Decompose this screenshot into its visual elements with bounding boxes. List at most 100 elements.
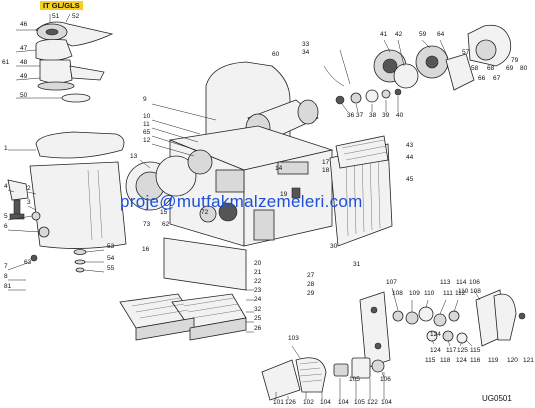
part-number-label: 12	[143, 137, 151, 144]
part-number-label: 33	[302, 41, 310, 48]
part-number-label: 14	[275, 165, 283, 172]
part-number-label: 104	[320, 399, 331, 406]
part-number-label: 110	[458, 288, 469, 295]
part-number-label: 45	[406, 176, 414, 183]
part-number-label: 72	[201, 209, 209, 216]
part-number-label: 60	[272, 51, 280, 58]
part-number-label: 38	[369, 112, 377, 119]
part-number-label: 102	[303, 399, 314, 406]
part-number-label: 17	[322, 159, 330, 166]
watermark-text: proje@mutfakmalzemeleri.com	[120, 192, 363, 211]
part-number-label: 57	[462, 49, 470, 56]
part-number-label: 108	[392, 290, 403, 297]
part-number-label: 30	[330, 243, 338, 250]
part-number-label: 122	[367, 399, 378, 406]
part-number-label: 43	[406, 142, 414, 149]
part-number-label: 101	[273, 399, 284, 406]
part-number-label: 124	[430, 331, 441, 338]
part-number-label: 112	[455, 290, 466, 297]
part-number-label: 19	[280, 191, 288, 198]
part-number-label: 80	[520, 65, 528, 72]
part-number-label: 113	[440, 279, 451, 286]
part-number-label: 67	[493, 75, 501, 82]
part-number-label: 16	[142, 246, 150, 253]
part-number-label: 120	[507, 357, 518, 364]
part-number-label: 108	[470, 288, 481, 295]
part-number-label: 105	[349, 376, 360, 383]
bowl-assembly	[7, 131, 127, 291]
part-number-label: 22	[254, 278, 262, 285]
part-number-label: 34	[302, 49, 310, 56]
part-number-label: 124	[430, 347, 441, 354]
part-number-label: 65	[143, 129, 151, 136]
auger-assembly	[125, 103, 217, 211]
part-number-label: 46	[20, 21, 28, 28]
part-number-label: 4	[4, 183, 8, 190]
part-number-label: 61	[2, 59, 10, 66]
gearbox-assembly	[359, 287, 526, 369]
part-number-label: 126	[285, 399, 296, 406]
part-number-label: 25	[254, 315, 262, 322]
part-number-label: 109	[409, 290, 420, 297]
part-number-label: 125	[457, 347, 468, 354]
part-number-label: 21	[254, 269, 262, 276]
part-number-label: 73	[143, 221, 151, 228]
part-number-label: 111	[443, 290, 453, 297]
part-number-label: 36	[347, 112, 355, 119]
part-number-label: 23	[254, 287, 262, 294]
part-number-label: 32	[254, 306, 262, 313]
model-label: IT GL/GLS	[40, 1, 83, 10]
part-number-label: 42	[395, 31, 403, 38]
part-number-label: 117	[446, 347, 457, 354]
part-number-label: 104	[381, 399, 392, 406]
part-number-label: 103	[288, 335, 299, 342]
part-number-label: 7	[4, 263, 8, 270]
part-number-label: 63	[24, 259, 32, 266]
part-number-label: 15	[160, 209, 168, 216]
part-number-label: 124	[456, 357, 467, 364]
part-number-label: 64	[437, 31, 445, 38]
part-number-label: 41	[380, 31, 388, 38]
part-number-label: 107	[386, 279, 397, 286]
part-number-label: 31	[353, 261, 361, 268]
part-number-label: 39	[382, 112, 390, 119]
part-number-label: 106	[469, 279, 480, 286]
part-number-label: 66	[478, 75, 486, 82]
part-number-label: 81	[4, 283, 12, 290]
lid-assembly	[15, 13, 114, 103]
part-number-label: 13	[130, 153, 138, 160]
part-number-label: 50	[20, 92, 28, 99]
part-number-label: 28	[307, 281, 315, 288]
part-number-label: 116	[470, 357, 481, 364]
drawing-code: UG0501	[482, 394, 512, 403]
part-number-label: 55	[107, 265, 115, 272]
part-number-label: 54	[107, 255, 115, 262]
part-number-label: 106	[380, 376, 391, 383]
part-number-label: 8	[4, 273, 8, 280]
part-number-label: 11	[143, 121, 150, 128]
part-number-label: 62	[162, 221, 170, 228]
part-number-label: 51	[52, 13, 60, 20]
part-number-label: 105	[354, 399, 365, 406]
part-number-label: 68	[487, 65, 495, 72]
part-number-label: 104	[338, 399, 349, 406]
part-number-label: 48	[20, 59, 28, 66]
part-number-label: 110	[424, 290, 435, 297]
part-number-label: 49	[20, 73, 28, 80]
drive-assembly	[323, 24, 512, 113]
part-number-label: 5	[4, 213, 8, 220]
part-number-label: 119	[488, 357, 499, 364]
part-number-label: 121	[523, 357, 534, 364]
part-number-label: 69	[506, 65, 514, 72]
part-number-label: 53	[107, 243, 115, 250]
part-number-label: 114	[456, 279, 467, 286]
part-number-label: 2	[27, 185, 31, 192]
part-number-label: 59	[419, 31, 427, 38]
part-number-label: 37	[356, 112, 364, 119]
part-number-label: 52	[72, 13, 80, 20]
part-number-label: 3	[27, 199, 31, 206]
part-number-label: 118	[440, 357, 451, 364]
part-number-label: 26	[254, 325, 262, 332]
